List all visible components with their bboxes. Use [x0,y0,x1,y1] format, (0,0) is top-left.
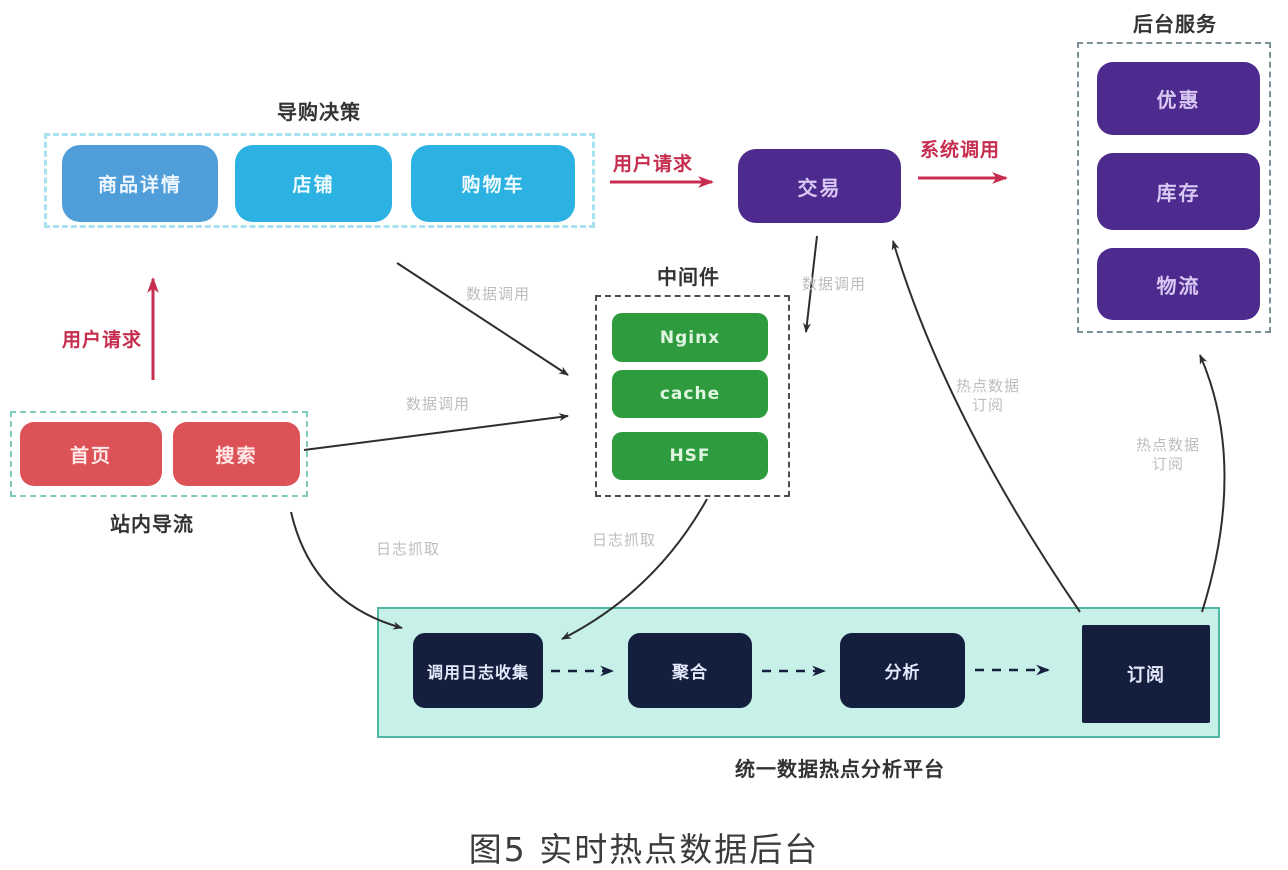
node-hsf: HSF [612,432,768,480]
node-subscribe: 订阅 [1082,625,1210,723]
group-guide-decision [44,133,595,228]
node-homepage: 首页 [20,422,162,486]
edge-label-log-capture-left: 日志抓取 [376,540,441,558]
node-inventory: 库存 [1097,153,1260,230]
group-site-traffic [10,411,308,497]
node-search: 搜索 [173,422,300,486]
edge-label-log-capture-mid: 日志抓取 [592,531,657,549]
node-aggregate: 聚合 [628,633,752,708]
node-product-detail: 商品详情 [62,145,218,222]
node-shop: 店铺 [235,145,392,222]
edge-label-hot-sub-backend: 热点数据订阅 [1136,436,1201,473]
node-trade: 交易 [738,149,901,223]
arrow-hot-sub-to-trade [891,240,1081,613]
group-title-platform: 统一数据热点分析平台 [735,757,945,781]
node-call-log-collect: 调用日志收集 [413,633,543,708]
edge-label-hot-sub-trade: 热点数据订阅 [956,377,1021,414]
group-title-guide-decision: 导购决策 [277,100,361,124]
node-cart: 购物车 [411,145,575,222]
edge-label-user-request-left: 用户请求 [62,329,143,351]
edge-label-data-call-guide: 数据调用 [466,285,531,303]
node-analyze: 分析 [840,633,965,708]
group-backend-services [1077,42,1271,333]
figure-caption: 图5 实时热点数据后台 [468,830,820,869]
edge-label-data-call-trade: 数据调用 [802,275,867,293]
group-title-middleware: 中间件 [657,265,720,289]
arrow-hot-sub-to-backend [1199,354,1226,613]
arrow-data-call-from-search [303,413,569,451]
node-nginx: Nginx [612,313,768,362]
node-logistics: 物流 [1097,248,1260,320]
group-title-backend-services: 后台服务 [1133,12,1217,36]
node-discount: 优惠 [1097,62,1260,135]
edge-label-user-request-top: 用户请求 [613,153,694,175]
edge-label-system-call: 系统调用 [920,139,1001,161]
group-middleware [595,295,790,497]
arrow-data-call-from-guide [396,262,569,376]
edge-label-data-call-search: 数据调用 [406,395,471,413]
node-cache: cache [612,370,768,418]
group-title-site-traffic: 站内导流 [110,512,194,536]
